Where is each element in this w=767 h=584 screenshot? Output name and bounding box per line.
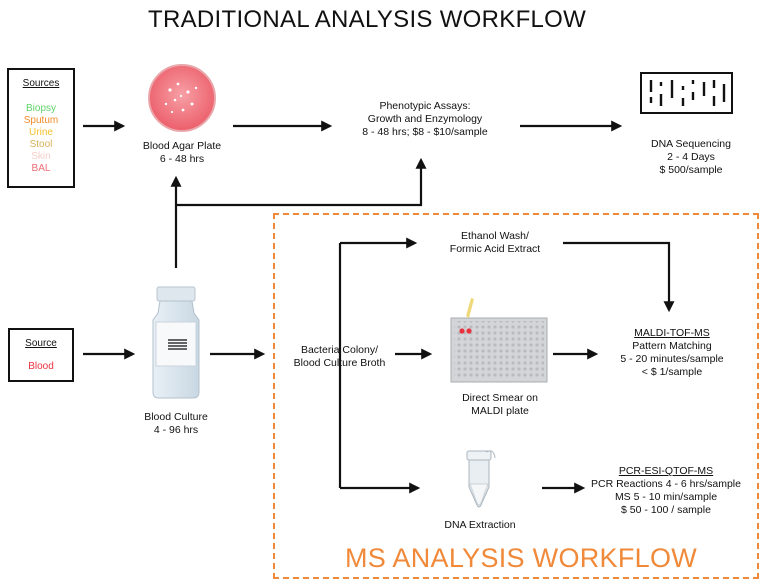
sources-box: Sources Biopsy Sputum Urine Stool Skin B… [7,68,75,188]
blood-culture-label: Blood Culture 4 - 96 hrs [126,411,226,437]
source-item-skin: Skin [31,151,51,162]
source-item-blood: Blood [28,361,54,372]
ethanol-line1: Ethanol Wash/ [461,230,529,242]
dna-sequencing-label: DNA Sequencing 2 - 4 Days $ 500/sample [636,138,746,177]
bacteria-line2: Blood Culture Broth [293,357,386,369]
dna-sequencing-gel-icon [640,72,733,114]
pcr-esi-label: PCR-ESI-QTOF-MS PCR Reactions 4 - 6 hrs/… [586,465,746,517]
blood-agar-label: Blood Agar Plate 6 - 48 hrs [132,140,232,166]
direct-smear-label: Direct Smear on MALDI plate [445,392,555,418]
ms-workflow-title: MS ANALYSIS WORKFLOW [345,543,698,573]
maldi-cost: < $ 1/sample [641,366,703,378]
maldi-name: MALDI-TOF-MS [634,327,710,339]
source-item-biopsy: Biopsy [25,103,56,114]
pcr-reactions: PCR Reactions 4 - 6 hrs/sample [591,478,741,490]
blood-source-heading: Source [25,338,57,349]
bacteria-line1: Bacteria Colony/ [300,344,379,356]
maldi-time: 5 - 20 minutes/sample [620,353,724,365]
pcr-ms-time: MS 5 - 10 min/sample [614,491,718,503]
pcr-cost: $ 50 - 100 / sample [621,504,711,516]
dna-extraction-label: DNA Extraction [444,519,516,531]
sources-heading: Sources [22,78,60,89]
blood-culture-time: 4 - 96 hrs [153,424,199,436]
phenotypic-subtitle: Growth and Enzymology [367,113,483,125]
blood-culture-name: Blood Culture [144,411,208,423]
source-item-sputum: Sputum [23,115,59,126]
blood-agar-plate-icon [148,64,216,132]
dna-extraction-tube-icon [466,450,496,508]
arrow-culture-to-phenotypic [176,157,427,207]
smear-line1: Direct Smear on [462,392,538,404]
dna-seq-time: 2 - 4 Days [667,151,715,163]
source-item-bal: BAL [31,163,51,174]
bacteria-colony-label: Bacteria Colony/ Blood Culture Broth [282,344,397,370]
phenotypic-assays-label: Phenotypic Assays: Growth and Enzymology… [345,100,505,139]
maldi-plate-icon [450,298,548,383]
ms-workflow-frame [273,213,759,579]
blood-source-box: Source Blood [8,328,74,382]
maldi-tof-label: MALDI-TOF-MS Pattern Matching 5 - 20 min… [602,327,742,379]
phenotypic-cost: 8 - 48 hrs; $8 - $10/sample [362,126,488,138]
blood-culture-bottle-icon [152,286,200,399]
pcr-name: PCR-ESI-QTOF-MS [618,465,714,477]
phenotypic-name: Phenotypic Assays: [379,100,471,112]
blood-agar-time: 6 - 48 hrs [159,153,205,165]
ethanol-line2: Formic Acid Extract [449,243,541,255]
source-item-urine: Urine [29,127,53,138]
traditional-workflow-title: TRADITIONAL ANALYSIS WORKFLOW [148,6,587,33]
ethanol-wash-label: Ethanol Wash/ Formic Acid Extract [430,230,560,256]
maldi-method: Pattern Matching [632,340,712,352]
source-item-stool: Stool [29,139,53,150]
smear-line2: MALDI plate [471,405,529,417]
dna-seq-cost: $ 500/sample [659,164,723,176]
dna-seq-name: DNA Sequencing [651,138,731,150]
blood-agar-name: Blood Agar Plate [142,140,222,152]
arrow-ethanol-to-maldi [563,241,675,313]
